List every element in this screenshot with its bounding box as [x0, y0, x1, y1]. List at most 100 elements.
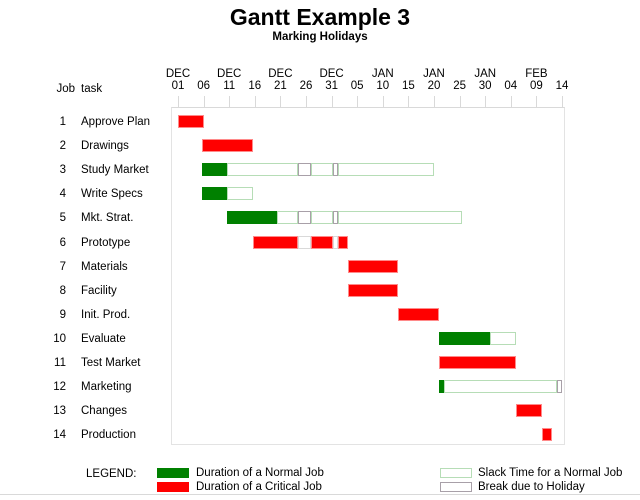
row-job-number: 11 [54, 357, 66, 369]
row-task-name: Drawings [81, 140, 129, 153]
row-job-number: 9 [59, 308, 66, 321]
row-task-name: Facility [81, 284, 117, 297]
row-job-number: 8 [59, 284, 66, 297]
legend-swatch-slack [440, 468, 472, 478]
row-task-name: Marketing [81, 381, 132, 394]
gantt-bar-segment-holiday-red [333, 235, 338, 249]
axis-tick-mark [434, 96, 435, 107]
axis-tick-mark [254, 96, 256, 107]
gantt-bar-segment-critical [311, 235, 334, 249]
row-task-name: Write Specs [81, 188, 143, 201]
axis-tick-day: 05 [350, 80, 364, 92]
row-task-name: Mkt. Strat. [81, 212, 134, 225]
gantt-bar-segment-holiday [297, 163, 312, 177]
axis-tick-label: 04 [504, 68, 517, 93]
gantt-bar-segment-critical [337, 235, 348, 249]
gantt-bar-segment-critical [439, 356, 516, 369]
legend-label-critical: Duration of a Critical Job [196, 481, 322, 493]
axis-tick-mark [382, 96, 384, 107]
row-job-number: 1 [59, 116, 66, 128]
axis-tick-day: 01 [171, 80, 185, 92]
gantt-bar-segment-critical [541, 428, 552, 442]
legend-label-holiday: Break due to Holiday [478, 481, 585, 493]
gantt-bar-segment-holiday [556, 380, 562, 394]
axis-tick-mark [536, 96, 538, 107]
axis-tick-day: 31 [325, 80, 338, 92]
gantt-bar-segment-holiday-red [297, 235, 312, 249]
gantt-bar-segment-critical [253, 235, 298, 249]
axis-tick-mark [331, 96, 333, 107]
gantt-bar-segment-slack [277, 211, 298, 225]
column-header-task: task [81, 83, 103, 95]
axis-tick-mark [229, 96, 231, 107]
axis-tick-month [453, 68, 466, 80]
column-header-job: Job [56, 83, 75, 95]
legend-swatch-holiday [440, 482, 472, 492]
gantt-bar-segment-slack [337, 163, 434, 177]
axis-tick-day: 16 [248, 80, 262, 92]
axis-tick-day: 04 [504, 80, 518, 92]
chart-title: Gantt Example 3 [229, 4, 411, 30]
gantt-bar-segment-normal [202, 187, 228, 201]
axis-tick-label: 15 [402, 68, 415, 93]
axis-tick-mark [459, 96, 461, 107]
axis-tick-day: 06 [197, 80, 210, 92]
axis-tick-mark [485, 96, 487, 107]
gantt-bar-segment-holiday [333, 211, 338, 225]
gantt-bar-segment-slack [227, 187, 254, 201]
axis-tick-month [351, 68, 364, 80]
axis-tick-day: 26 [299, 80, 313, 92]
gantt-bar-segment-slack [227, 163, 298, 177]
gantt-bar-segment-critical [347, 283, 399, 297]
axis-tick-mark [562, 96, 563, 107]
axis-tick-month: JAN [371, 68, 394, 80]
axis-tick-month [504, 68, 517, 80]
axis-tick-month: JAN [423, 68, 445, 80]
gantt-bar-segment-normal [439, 331, 491, 345]
axis-tick-mark [306, 96, 307, 107]
gantt-bar-segment-normal [202, 163, 228, 177]
row-job-number: 7 [59, 260, 66, 273]
row-task-name: Materials [81, 260, 128, 273]
axis-tick-day: 30 [478, 80, 492, 92]
axis-tick-label: 25 [453, 68, 466, 93]
axis-tick-month [402, 68, 415, 80]
axis-tick-month [556, 68, 569, 80]
axis-tick-day: 11 [223, 80, 236, 92]
axis-tick-month: DEC [268, 68, 293, 80]
row-job-number: 14 [53, 429, 66, 442]
axis-tick-day: 09 [529, 80, 543, 92]
gantt-bar-segment-holiday [297, 211, 312, 225]
gantt-bar-segment-critical [398, 307, 440, 321]
axis-tick-mark [203, 96, 205, 107]
axis-tick-day: 21 [273, 80, 287, 92]
row-job-number: 5 [59, 212, 66, 225]
gantt-bar-segment-critical [347, 259, 399, 273]
legend-swatch-normal [157, 468, 189, 478]
gantt-bar-segment-slack [337, 211, 463, 225]
gantt-bar-segment-slack [311, 163, 334, 177]
gantt-bar-segment-slack [444, 380, 557, 394]
gantt-bar-segment-normal [227, 211, 278, 225]
row-task-name: Prototype [81, 236, 131, 249]
axis-tick-mark [178, 96, 179, 107]
gantt-bars-area [171, 107, 565, 445]
axis-tick-day: 15 [401, 80, 415, 92]
row-task-name: Test Market [81, 357, 141, 369]
axis-tick-label: 05 [351, 68, 364, 93]
axis-tick-month: DEC [319, 68, 344, 80]
gantt-bar-segment-critical [178, 115, 204, 128]
row-task-name: Approve Plan [81, 116, 151, 128]
axis-tick-month: JAN [474, 68, 497, 80]
gantt-bar-segment-critical [202, 139, 254, 153]
axis-tick-month: FEB [525, 68, 548, 80]
axis-tick-mark [510, 96, 512, 107]
legend-label-slack: Slack Time for a Normal Job [478, 467, 623, 479]
